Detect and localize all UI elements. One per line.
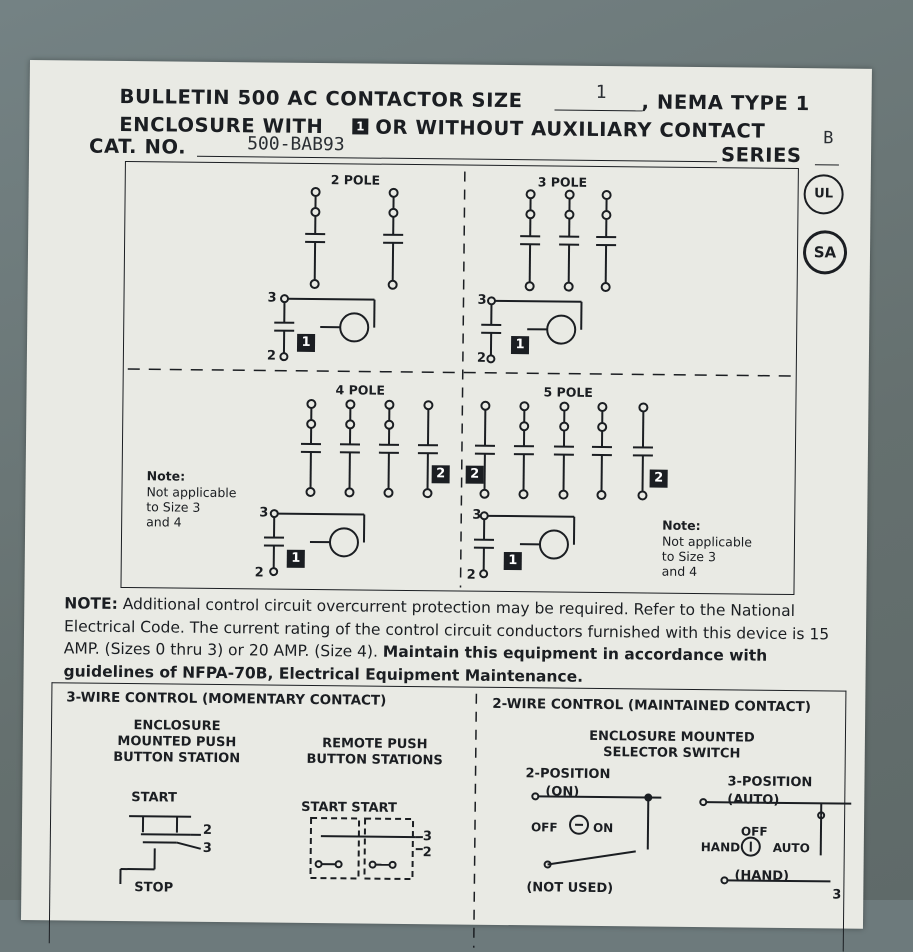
aux-badge-2-4pole: 2 — [432, 465, 450, 483]
wiring-diagram-box: 2 POLE 3 POLE 4 POLE 5 POLE — [120, 161, 798, 595]
term-3-q2: 3 — [477, 293, 486, 308]
aux-badge-1-q1: 1 — [297, 334, 315, 352]
term-2-q3: 2 — [255, 565, 264, 580]
series-value: B — [823, 128, 833, 148]
aux-badge-1-q2: 1 — [511, 336, 529, 354]
series-label: SERIES — [721, 143, 802, 167]
nameplate-label: BULLETIN 500 AC CONTACTOR SIZE 1 , NEMA … — [21, 60, 872, 929]
size-underline — [555, 109, 643, 111]
cat-no-value: 500-BAB93 — [247, 133, 345, 155]
csa-mark: SA — [803, 230, 847, 274]
term-2-q1: 2 — [267, 348, 276, 363]
aux-badge-1-q3: 1 — [287, 550, 305, 568]
aux-badge-2-5pole-right: 2 — [650, 470, 668, 488]
term-3-q1: 3 — [267, 291, 276, 306]
aux-contact-badge: 1 — [352, 118, 368, 134]
term-2-q4: 2 — [467, 568, 476, 583]
aux-badge-2-5pole-left: 2 — [466, 466, 484, 484]
ul-listed-mark: UL — [803, 174, 843, 214]
note-right-body: Not applicable to Size 3 and 4 — [662, 534, 752, 580]
term-3-q4: 3 — [472, 508, 481, 523]
note-paragraph: NOTE: Additional control circuit overcur… — [63, 592, 854, 690]
term-3-q3: 3 — [259, 505, 268, 520]
selector-schematics — [50, 683, 846, 951]
cat-no-underline — [197, 156, 717, 162]
control-section: 3-WIRE CONTROL (MOMENTARY CONTACT) 2-WIR… — [49, 682, 847, 951]
term-2-q2: 2 — [477, 351, 486, 366]
cat-no-label: CAT. NO. — [89, 135, 186, 159]
series-underline — [815, 164, 839, 165]
size-value: 1 — [596, 82, 607, 103]
note-left-title: Note: — [147, 468, 186, 483]
note-left-body: Not applicable to Size 3 and 4 — [146, 484, 236, 530]
title-line2-suffix: OR WITHOUT AUXILIARY CONTACT — [375, 116, 765, 143]
aux-badge-1-q4: 1 — [504, 552, 522, 570]
title-line1-suffix: , NEMA TYPE 1 — [641, 90, 810, 115]
note-lead: NOTE: — [64, 594, 118, 613]
note-right-title: Note: — [662, 518, 701, 533]
title-line1-prefix: BULLETIN 500 AC CONTACTOR SIZE — [120, 85, 523, 112]
